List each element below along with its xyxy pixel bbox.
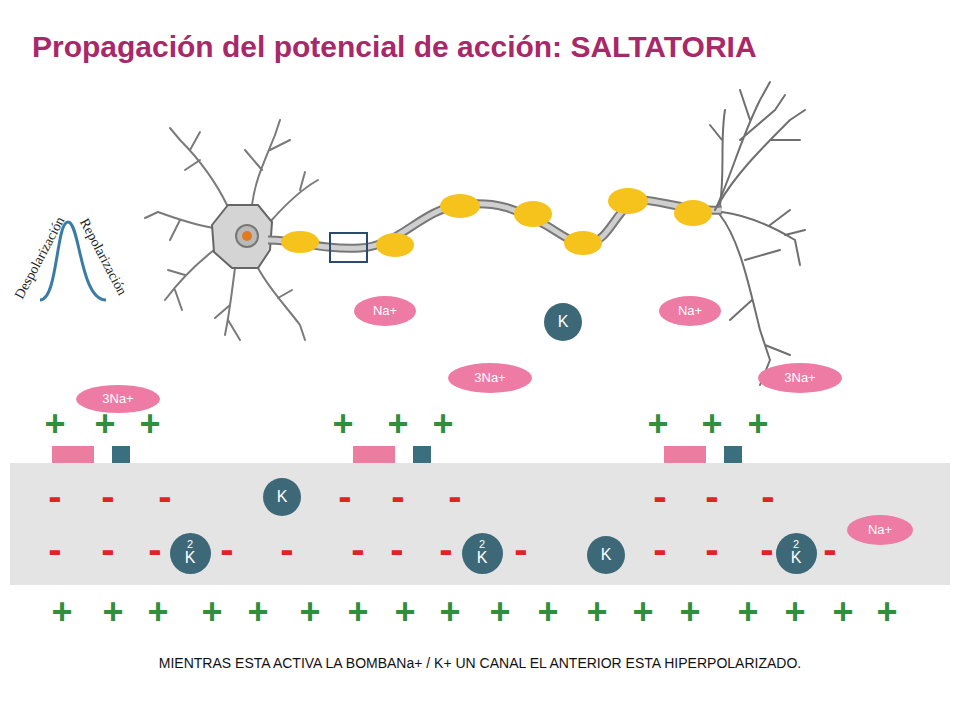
potassium-ion: K — [544, 303, 582, 341]
positive-charge: + — [679, 594, 700, 630]
positive-charge: + — [784, 594, 805, 630]
sodium-ion: Na+ — [847, 515, 913, 545]
positive-charge: + — [832, 594, 853, 630]
positive-charge: + — [701, 406, 722, 442]
ion-label: K — [277, 489, 288, 506]
positive-charge: + — [332, 406, 353, 442]
positive-charge: + — [387, 406, 408, 442]
negative-charge: - — [448, 476, 461, 516]
ion-label: K — [185, 550, 196, 567]
phase-label: Despolarización — [12, 215, 67, 302]
negative-charge: - — [101, 476, 114, 516]
sodium-ion: 3Na+ — [758, 363, 842, 393]
positive-charge: + — [632, 594, 653, 630]
caption: MIENTRAS ESTA ACTIVA LA BOMBANa+ / K+ UN… — [150, 654, 810, 673]
ion-label: K — [791, 550, 802, 567]
negative-charge: - — [48, 529, 61, 569]
negative-charge: - — [148, 529, 161, 569]
potassium-ion: K — [587, 536, 625, 574]
positive-charge: + — [44, 406, 65, 442]
positive-charge: + — [139, 406, 160, 442]
positive-charge: + — [102, 594, 123, 630]
ion-channels — [48, 443, 746, 463]
negative-charge: - — [220, 529, 233, 569]
ion-label: K — [601, 547, 612, 564]
negative-charge: - — [351, 529, 364, 569]
dendrites — [145, 120, 318, 340]
nucleus — [236, 225, 258, 247]
sodium-ion: 3Na+ — [448, 363, 532, 393]
positive-charge: + — [647, 406, 668, 442]
negative-charge: - — [823, 529, 836, 569]
sodium-ion: Na+ — [659, 296, 721, 326]
axon-terminal — [710, 82, 805, 385]
negative-charge: - — [101, 529, 114, 569]
ion-label: 3Na+ — [474, 371, 505, 385]
potassium-ion: 2K — [170, 533, 211, 574]
positive-charge: + — [247, 594, 268, 630]
ion-label: Na+ — [868, 523, 892, 537]
membrane — [10, 463, 950, 585]
myelin-sheaths — [281, 188, 712, 257]
potassium-ion: K — [263, 478, 301, 516]
negative-charge: - — [514, 529, 527, 569]
positive-charge: + — [747, 406, 768, 442]
positive-charge: + — [299, 594, 320, 630]
negative-charge: - — [391, 476, 404, 516]
positive-charge: + — [439, 594, 460, 630]
potassium-ion: 2K — [462, 533, 503, 574]
positive-charge: + — [51, 594, 72, 630]
negative-charge: - — [390, 529, 403, 569]
positive-charge: + — [347, 594, 368, 630]
negative-charge: - — [705, 476, 718, 516]
positive-charge: + — [737, 594, 758, 630]
phase-label: Repolarización — [77, 216, 129, 297]
ion-label: Na+ — [373, 304, 397, 318]
axon — [268, 200, 722, 248]
negative-charge: - — [705, 529, 718, 569]
positive-charge: + — [876, 594, 897, 630]
negative-charge: - — [439, 529, 452, 569]
positive-charge: + — [489, 594, 510, 630]
sodium-ion: Na+ — [354, 296, 416, 326]
zoom-box — [330, 233, 367, 262]
positive-charge: + — [201, 594, 222, 630]
positive-charge: + — [394, 594, 415, 630]
axon-core — [268, 200, 722, 248]
negative-charge: - — [761, 476, 774, 516]
positive-charge: + — [537, 594, 558, 630]
nucleolus — [242, 231, 252, 241]
ion-label: Na+ — [678, 304, 702, 318]
negative-charge: - — [158, 476, 171, 516]
negative-charge: - — [653, 476, 666, 516]
positive-charge: + — [432, 406, 453, 442]
soma — [212, 205, 272, 268]
negative-charge: - — [48, 476, 61, 516]
ion-label: 2 — [479, 539, 485, 551]
ion-label: K — [477, 550, 488, 567]
ion-label: 3Na+ — [784, 371, 815, 385]
title: Propagación del potencial de acción: SAL… — [32, 30, 757, 64]
ion-label: 2 — [187, 539, 193, 551]
positive-charge: + — [586, 594, 607, 630]
sodium-ion: 3Na+ — [76, 385, 160, 413]
negative-charge: - — [338, 476, 351, 516]
negative-charge: - — [280, 529, 293, 569]
negative-charge: - — [760, 529, 773, 569]
ion-label: 3Na+ — [102, 392, 133, 406]
ion-label: K — [558, 314, 569, 331]
positive-charge: + — [147, 594, 168, 630]
negative-charge: - — [653, 529, 666, 569]
ion-label: 2 — [793, 539, 799, 551]
potassium-ion: 2K — [776, 533, 817, 574]
